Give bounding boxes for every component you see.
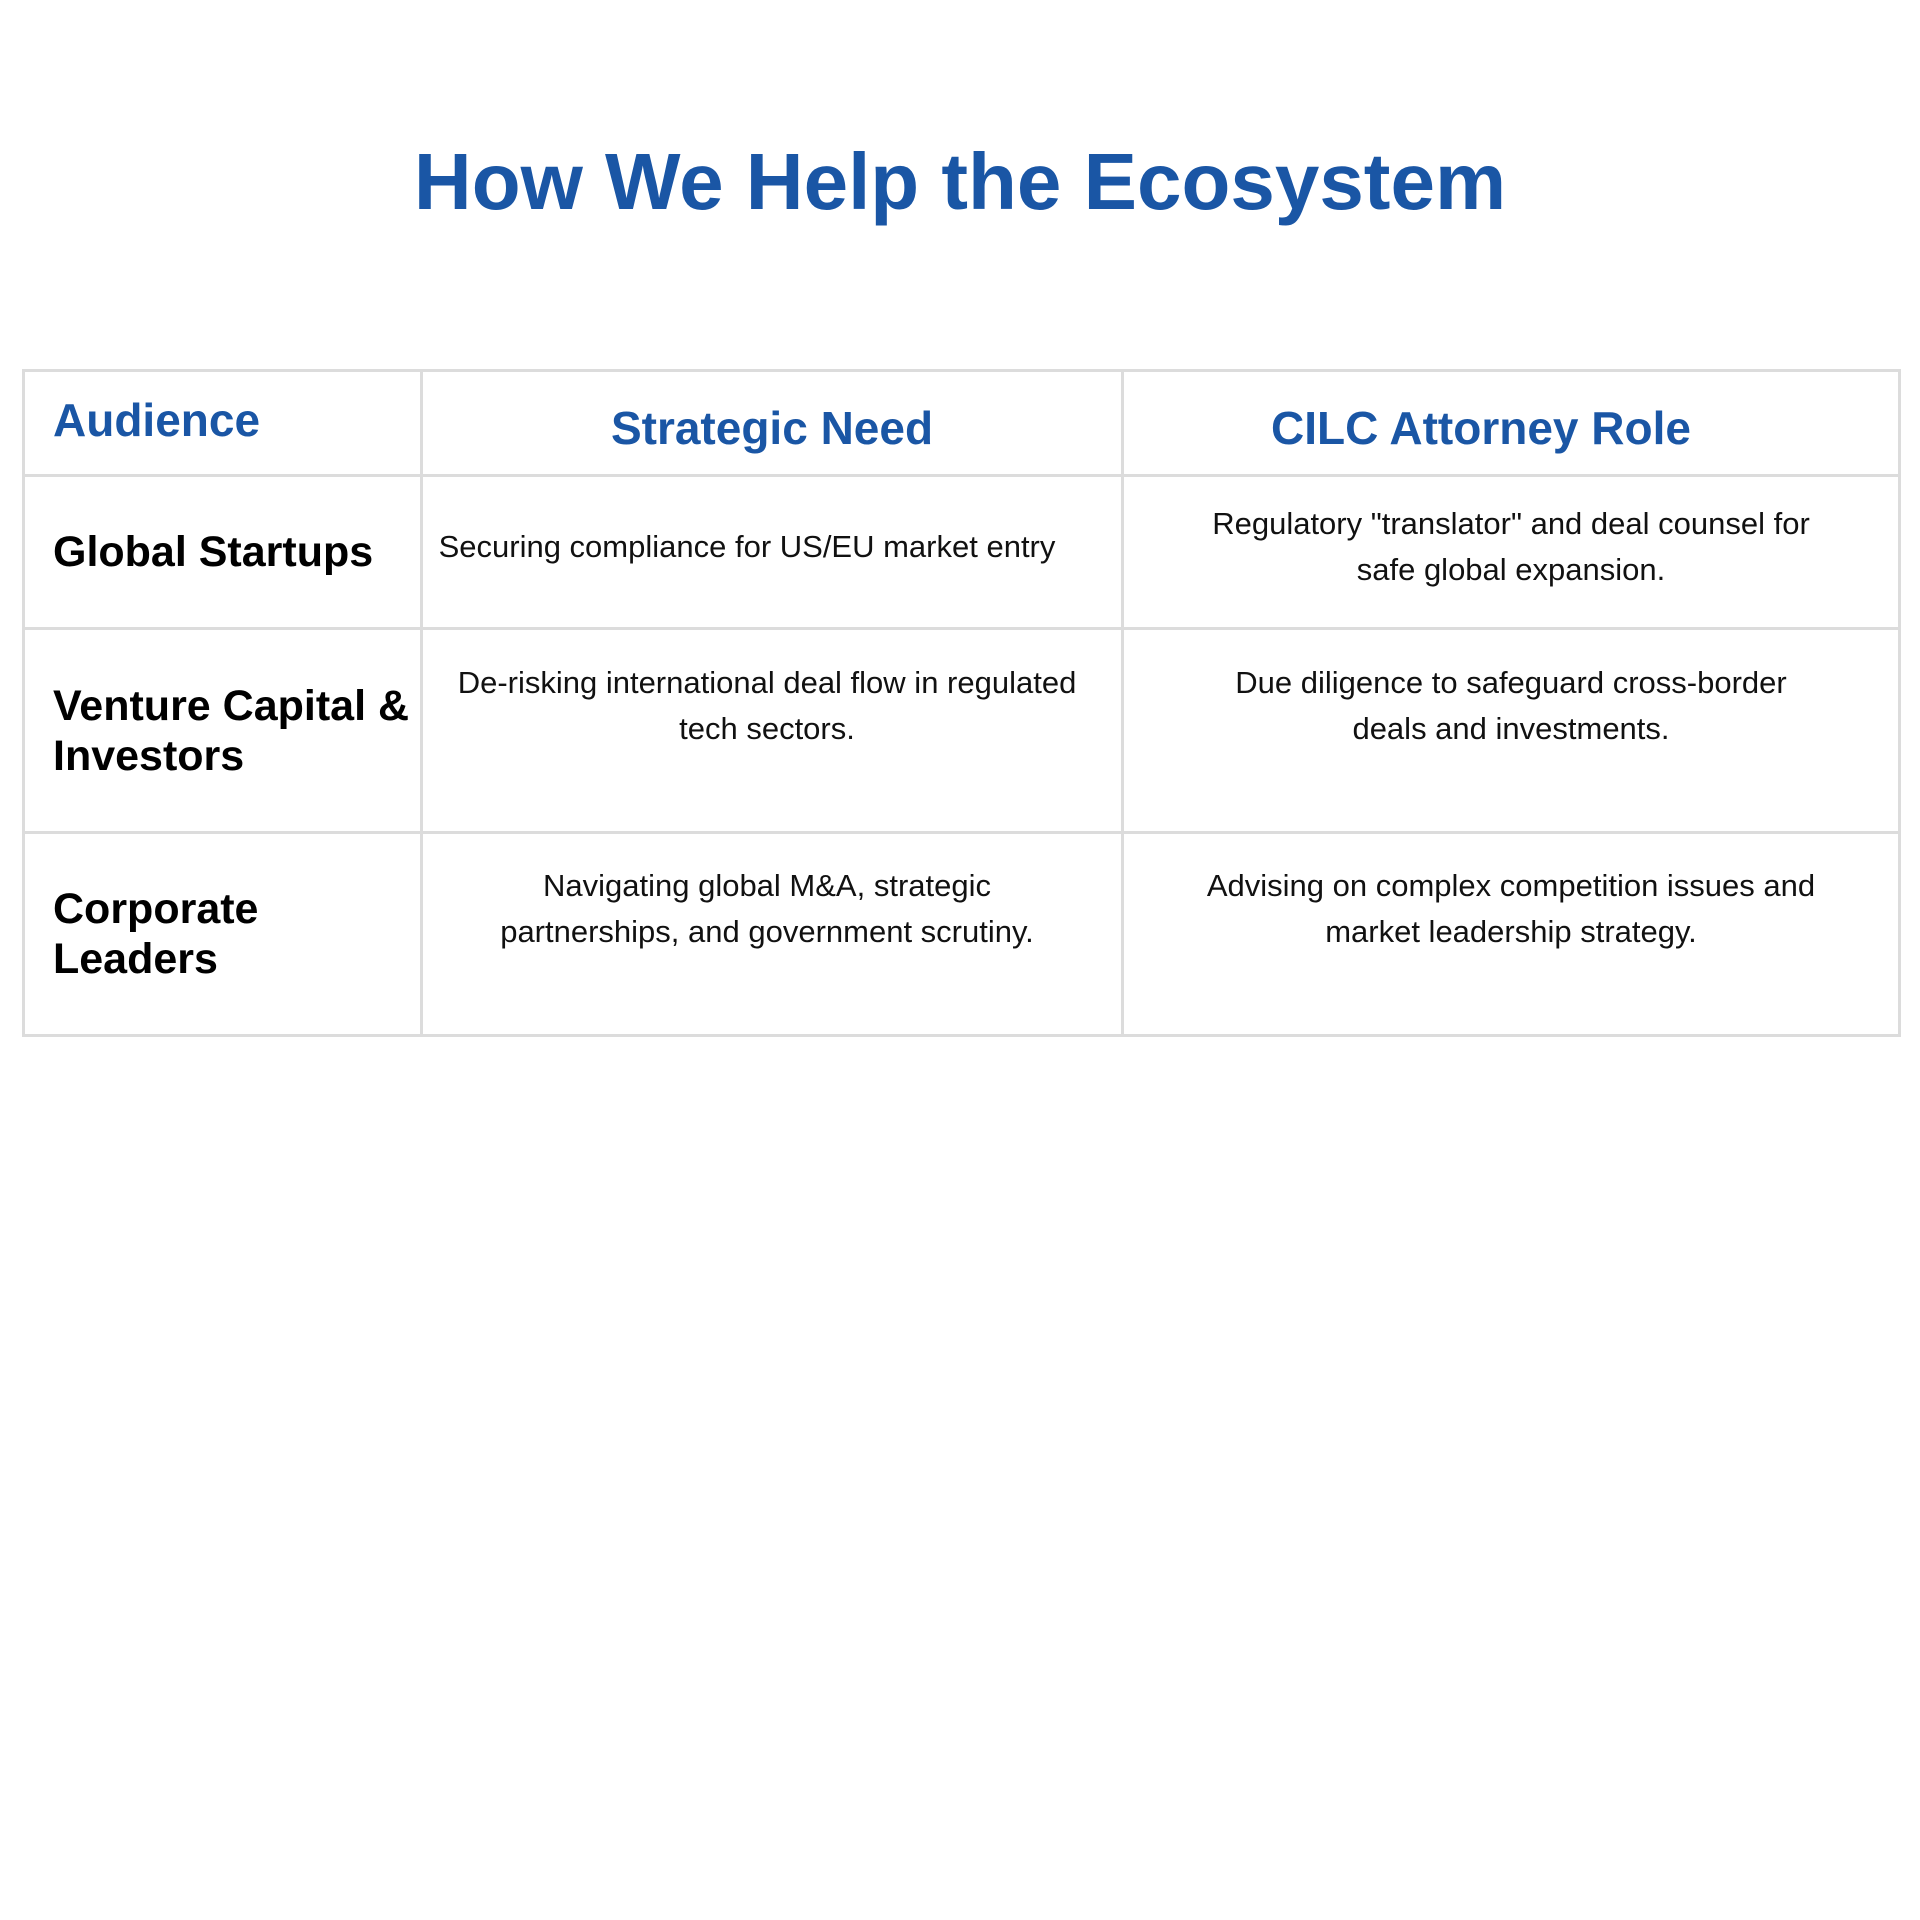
page-title: How We Help the Ecosystem — [413, 137, 1507, 226]
table-row: Global Startups Securing compliance for … — [22, 474, 1901, 630]
ecosystem-table: Audience Strategic Need CILC Attorney Ro… — [22, 369, 1901, 1037]
table-row: Venture Capital & Investors De-risking i… — [22, 627, 1901, 834]
table-row: Corporate Leaders Navigating global M&A,… — [22, 831, 1901, 1037]
audience-cell: Venture Capital & Investors — [22, 627, 423, 834]
attorney-role-cell: Advising on complex competition issues a… — [1121, 831, 1901, 1037]
header-strategic-need: Strategic Need — [420, 369, 1124, 477]
strategic-need-cell: Securing compliance for US/EU market ent… — [420, 474, 1124, 630]
audience-cell: Corporate Leaders — [22, 831, 423, 1037]
strategic-need-cell: Navigating global M&A, strategic partner… — [420, 831, 1124, 1037]
header-attorney-role: CILC Attorney Role — [1121, 369, 1901, 477]
table-header-row: Audience Strategic Need CILC Attorney Ro… — [22, 369, 1901, 477]
audience-cell: Global Startups — [22, 474, 423, 630]
attorney-role-cell: Due diligence to safeguard cross-border … — [1121, 627, 1901, 834]
attorney-role-cell: Regulatory "translator" and deal counsel… — [1121, 474, 1901, 630]
header-audience: Audience — [22, 369, 423, 477]
strategic-need-cell: De-risking international deal flow in re… — [420, 627, 1124, 834]
